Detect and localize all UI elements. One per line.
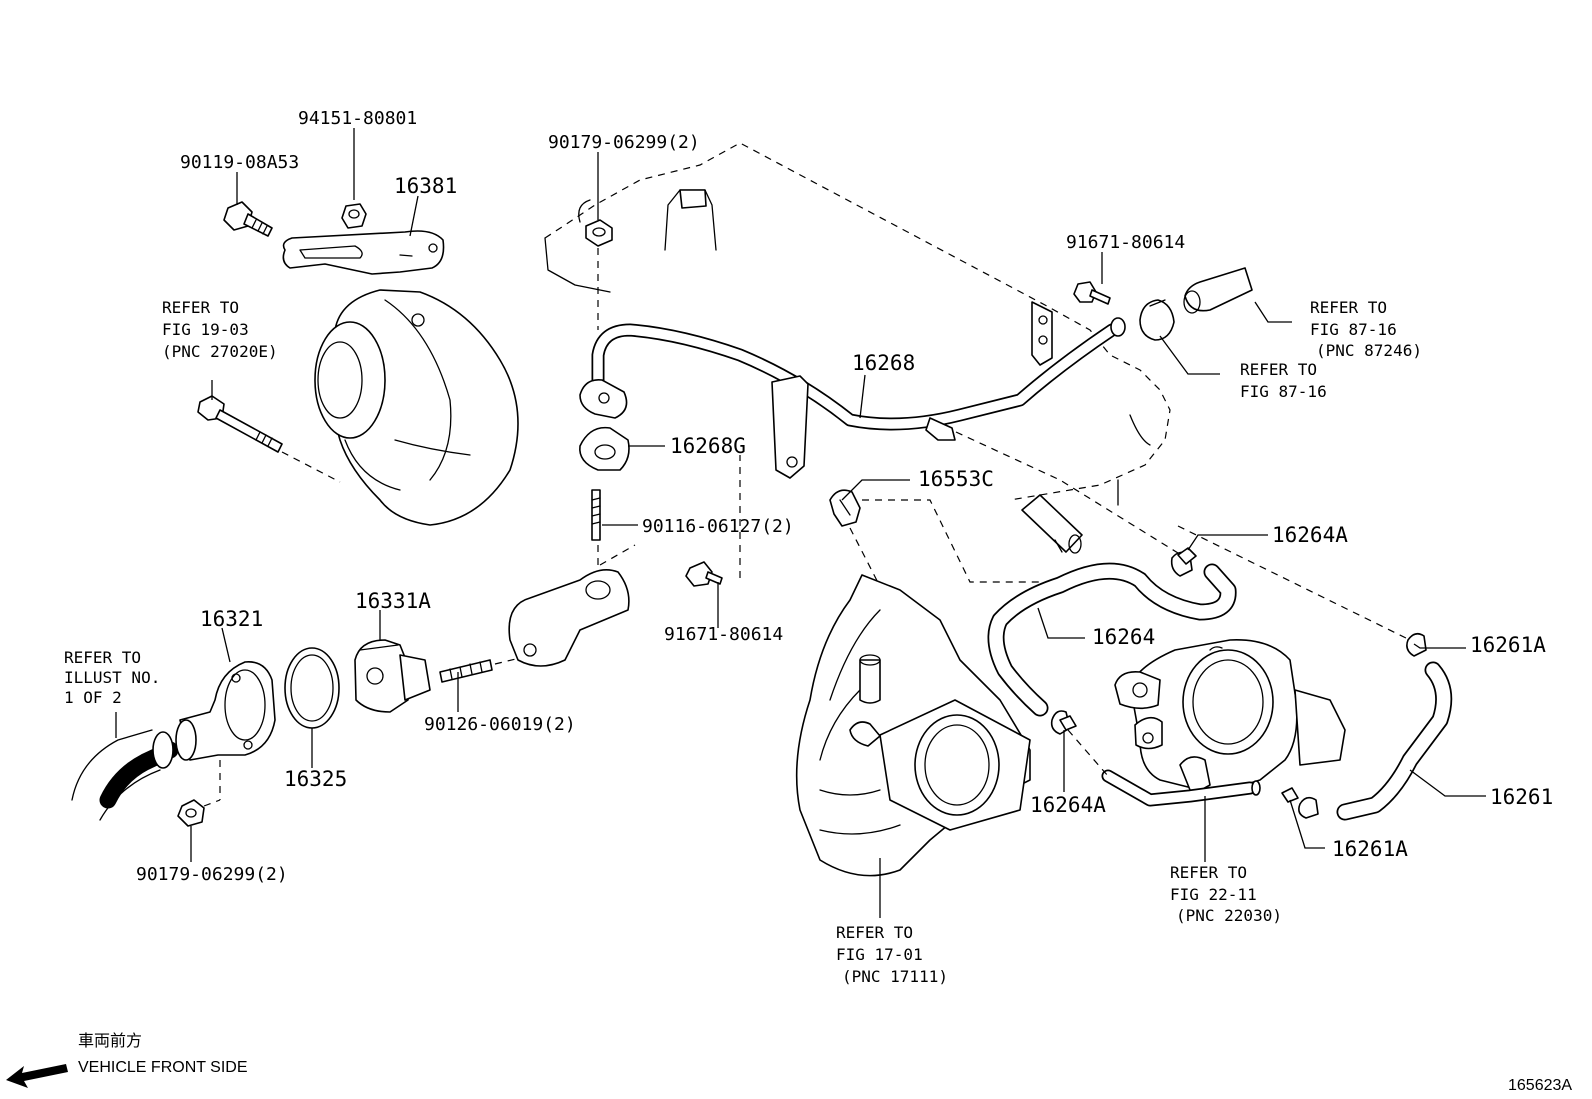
svg-text:REFER TO: REFER TO	[1240, 360, 1317, 379]
label-90179-06299-top: 90179-06299(2)	[548, 132, 700, 153]
gasket-16325	[284, 647, 340, 729]
svg-text:1 OF 2: 1 OF 2	[64, 688, 122, 707]
ref-illust: REFER TO ILLUST NO. 1 OF 2	[64, 648, 160, 707]
label-16331A: 16331A	[355, 589, 431, 613]
gasket-16268G	[579, 426, 630, 471]
svg-text:ILLUST NO.: ILLUST NO.	[64, 668, 160, 687]
svg-text:REFER TO: REFER TO	[64, 648, 141, 667]
ref-fig-87-16: REFER TO FIG 87-16	[1240, 360, 1327, 401]
orientation-japanese: 車両前方	[78, 1032, 142, 1050]
ref-fig-17-01: REFER TO FIG 17-01 (PNC 17111)	[836, 923, 948, 986]
label-16261A-top: 16261A	[1470, 633, 1546, 657]
svg-text:FIG 87-16: FIG 87-16	[1310, 320, 1397, 339]
thermostat-16331A	[354, 639, 431, 713]
routing-dashes	[955, 431, 1411, 777]
svg-text:REFER TO: REFER TO	[836, 923, 913, 942]
bolt-90119-08A53	[223, 201, 273, 237]
label-16264A-bottom: 16264A	[1030, 793, 1106, 817]
stud-90116-06127	[591, 489, 601, 541]
ref-fig-87-16-pnc: REFER TO FIG 87-16 (PNC 87246)	[1310, 298, 1422, 360]
water-inlet-16321	[175, 661, 276, 800]
svg-text:(PNC 27020E): (PNC 27020E)	[162, 342, 278, 361]
label-91671-80614-mid: 91671-80614	[664, 624, 783, 645]
label-16321: 16321	[200, 607, 263, 631]
radiator-hose	[71, 729, 179, 821]
ref-fig-22-11: REFER TO FIG 22-11 (PNC 22030)	[1170, 863, 1282, 925]
part-labels: 94151-80801 90119-08A53 16381 90179-0629…	[136, 108, 1553, 885]
alternator	[314, 289, 519, 526]
heater-hose-top-right	[1139, 267, 1253, 341]
nut-94151-80801	[341, 203, 367, 229]
nut-90179-06299-top	[585, 219, 613, 330]
svg-text:FIG 17-01: FIG 17-01	[836, 945, 923, 964]
svg-text:FIG 22-11: FIG 22-11	[1170, 885, 1257, 904]
label-16381: 16381	[394, 174, 457, 198]
label-90116-06127: 90116-06127(2)	[642, 516, 794, 537]
front-arrow-icon	[6, 1064, 68, 1088]
figure-id: 165623A	[1508, 1077, 1572, 1094]
engine-head-outline	[544, 142, 1171, 506]
ref-fig-19-03: REFER TO FIG 19-03 (PNC 27020E)	[162, 298, 278, 361]
bolt-91671-80614-mid	[685, 455, 741, 587]
label-16264A-top: 16264A	[1272, 523, 1348, 547]
label-16553C: 16553C	[918, 467, 994, 491]
svg-text:REFER TO: REFER TO	[1170, 863, 1247, 882]
svg-text:FIG 19-03: FIG 19-03	[162, 320, 249, 339]
label-90179-06299-bottom: 90179-06299(2)	[136, 864, 288, 885]
svg-text:(PNC 17111): (PNC 17111)	[842, 967, 948, 986]
bolt-91671-80614-top	[1073, 281, 1111, 305]
svg-text:(PNC 87246): (PNC 87246)	[1316, 341, 1422, 360]
throttle-body	[1101, 639, 1346, 807]
label-16268G: 16268G	[670, 434, 746, 458]
label-16325: 16325	[284, 767, 347, 791]
leader-lines	[115, 128, 1486, 918]
svg-text:FIG 87-16: FIG 87-16	[1240, 382, 1327, 401]
stud-90126-06019	[439, 657, 521, 683]
bracket-16381	[282, 230, 445, 275]
svg-text:REFER TO: REFER TO	[1310, 298, 1387, 317]
clamps	[1059, 547, 1299, 803]
intake-manifold	[795, 574, 1031, 877]
svg-text:(PNC 22030): (PNC 22030)	[1176, 906, 1282, 925]
label-16264: 16264	[1092, 625, 1155, 649]
label-16261A-bottom: 16261A	[1332, 837, 1408, 861]
reference-notes: REFER TO FIG 19-03 (PNC 27020E) REFER TO…	[64, 298, 1422, 986]
water-outlet	[508, 544, 636, 667]
label-94151-80801: 94151-80801	[298, 108, 417, 129]
nut-90179-06299-bottom	[177, 799, 221, 827]
label-90126-06019: 90126-06019(2)	[424, 714, 576, 735]
orientation-indicator: 車両前方 VEHICLE FRONT SIDE	[6, 1032, 248, 1088]
label-16261: 16261	[1490, 785, 1553, 809]
alternator-bolt	[197, 395, 341, 483]
label-91671-80614-top: 91671-80614	[1066, 232, 1185, 253]
bypass-pipe-16268	[579, 301, 1126, 479]
label-16268: 16268	[852, 351, 915, 375]
water-pipe-stub	[1021, 494, 1083, 554]
label-90119-08A53: 90119-08A53	[180, 152, 299, 173]
svg-text:REFER TO: REFER TO	[162, 298, 239, 317]
orientation-english: VEHICLE FRONT SIDE	[78, 1059, 248, 1076]
